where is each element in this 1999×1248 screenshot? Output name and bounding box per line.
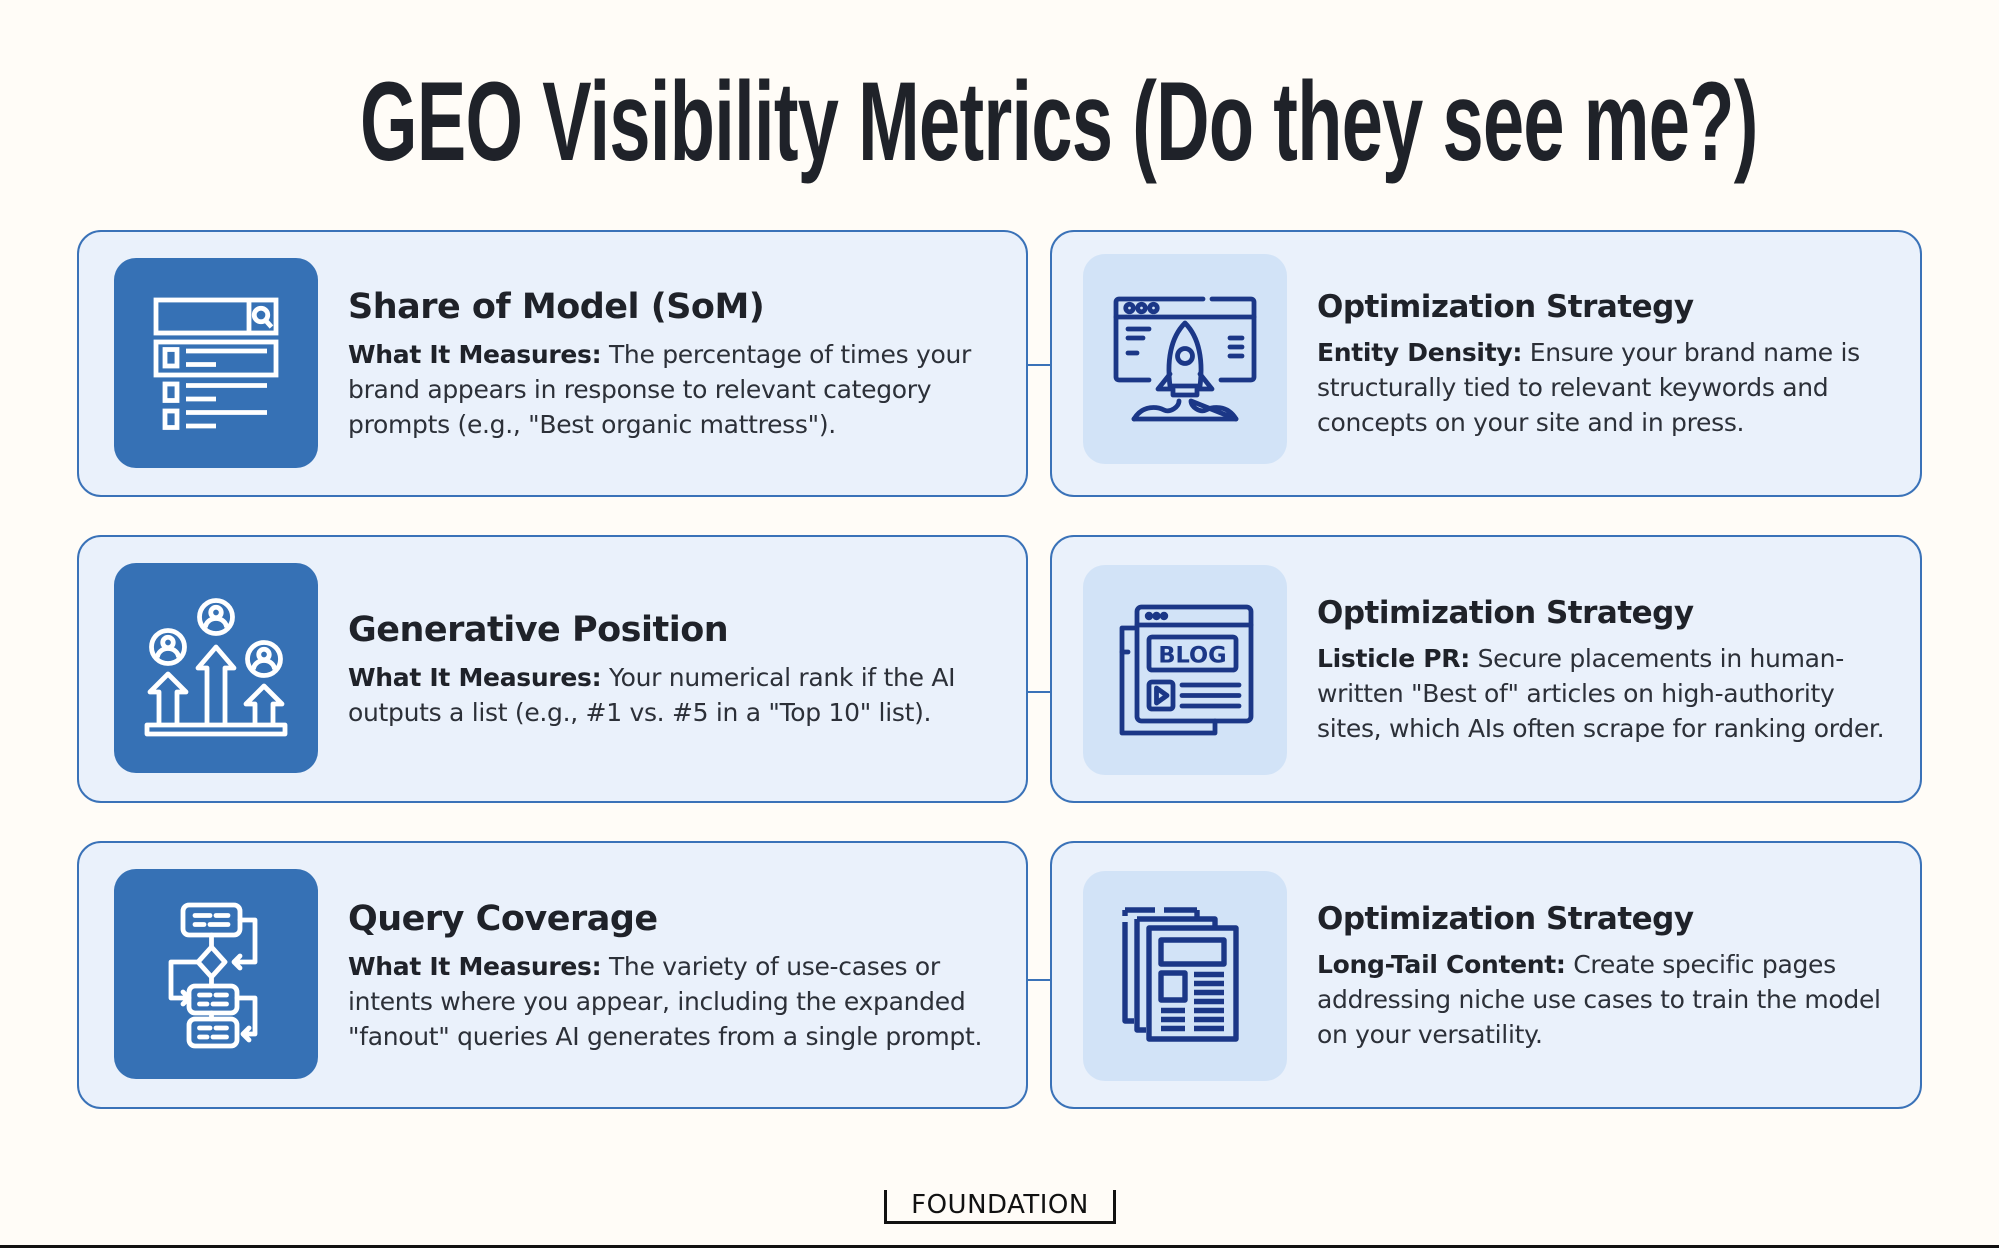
- page-title-text: GEO Visibility Metrics (Do they see me?): [360, 59, 1758, 184]
- strategy-text: Optimization Strategy Long-Tail Content:…: [1317, 843, 1896, 1107]
- strategy-text-body: Secure placements in human-written "Best…: [1317, 643, 1885, 743]
- metric-card-generative-position: Generative Position What It Measures: Yo…: [77, 535, 1028, 803]
- metric-label: What It Measures:: [348, 340, 602, 369]
- metric-text: Query Coverage What It Measures: The var…: [348, 843, 1002, 1107]
- metric-text-body: Your numerical rank if the AI outputs a …: [348, 663, 956, 727]
- page-title: GEO Visibility Metrics (Do they see me?): [0, 62, 1999, 182]
- strategy-label: Entity Density:: [1317, 338, 1523, 367]
- strategy-description: Long-Tail Content: Create specific pages…: [1317, 947, 1896, 1052]
- metric-title: Generative Position: [348, 610, 729, 650]
- newspaper-pages-icon: [1083, 871, 1287, 1081]
- strategy-card-listicle-pr: BLOG Optimization Strategy Listicle PR: …: [1050, 535, 1922, 803]
- strategy-label: Long-Tail Content:: [1317, 949, 1566, 979]
- metric-text-body: The variety of use-cases or intents wher…: [348, 951, 983, 1051]
- row-connector: [1028, 691, 1050, 693]
- metric-card-query-coverage: Query Coverage What It Measures: The var…: [77, 841, 1028, 1109]
- strategy-label: Listicle PR:: [1317, 643, 1470, 673]
- metric-card-share-of-model: Share of Model (SoM) What It Measures: T…: [77, 230, 1028, 497]
- strategy-description: Entity Density: Ensure your brand name i…: [1317, 335, 1896, 440]
- strategy-title: Optimization Strategy: [1317, 289, 1694, 325]
- flowchart-icon: [114, 869, 318, 1079]
- metric-text: Generative Position What It Measures: Yo…: [348, 537, 1002, 801]
- metric-description: What It Measures: The variety of use-cas…: [348, 949, 1002, 1054]
- metric-text-body: The percentage of times your brand appea…: [348, 340, 971, 439]
- row-connector: [1028, 364, 1050, 366]
- metric-title: Query Coverage: [348, 898, 658, 939]
- metric-label: What It Measures:: [348, 663, 602, 692]
- ranking-users-icon: [114, 563, 318, 773]
- metric-text: Share of Model (SoM) What It Measures: T…: [348, 232, 1002, 495]
- metric-description: What It Measures: The percentage of time…: [348, 337, 1002, 442]
- metric-label: What It Measures:: [348, 951, 602, 981]
- strategy-text: Optimization Strategy Entity Density: En…: [1317, 232, 1896, 495]
- strategy-description: Listicle PR: Secure placements in human-…: [1317, 641, 1896, 746]
- search-results-icon: [114, 258, 318, 468]
- strategy-card-long-tail-content: Optimization Strategy Long-Tail Content:…: [1050, 841, 1922, 1109]
- metric-title: Share of Model (SoM): [348, 287, 765, 327]
- strategy-card-entity-density: Optimization Strategy Entity Density: En…: [1050, 230, 1922, 497]
- metric-description: What It Measures: Your numerical rank if…: [348, 660, 1002, 730]
- row-connector: [1028, 979, 1050, 981]
- foundation-logo: FOUNDATION: [884, 1190, 1116, 1224]
- strategy-text: Optimization Strategy Listicle PR: Secur…: [1317, 537, 1896, 801]
- strategy-text-body: Create specific pages addressing niche u…: [1317, 949, 1881, 1049]
- bottom-divider: [0, 1245, 1999, 1248]
- strategy-text-body: Ensure your brand name is structurally t…: [1317, 338, 1860, 437]
- rocket-launch-icon: [1083, 254, 1287, 464]
- strategy-title: Optimization Strategy: [1317, 594, 1694, 631]
- svg-text:BLOG: BLOG: [1158, 643, 1226, 669]
- blog-icon: BLOG: [1083, 565, 1287, 775]
- strategy-title: Optimization Strategy: [1317, 900, 1694, 937]
